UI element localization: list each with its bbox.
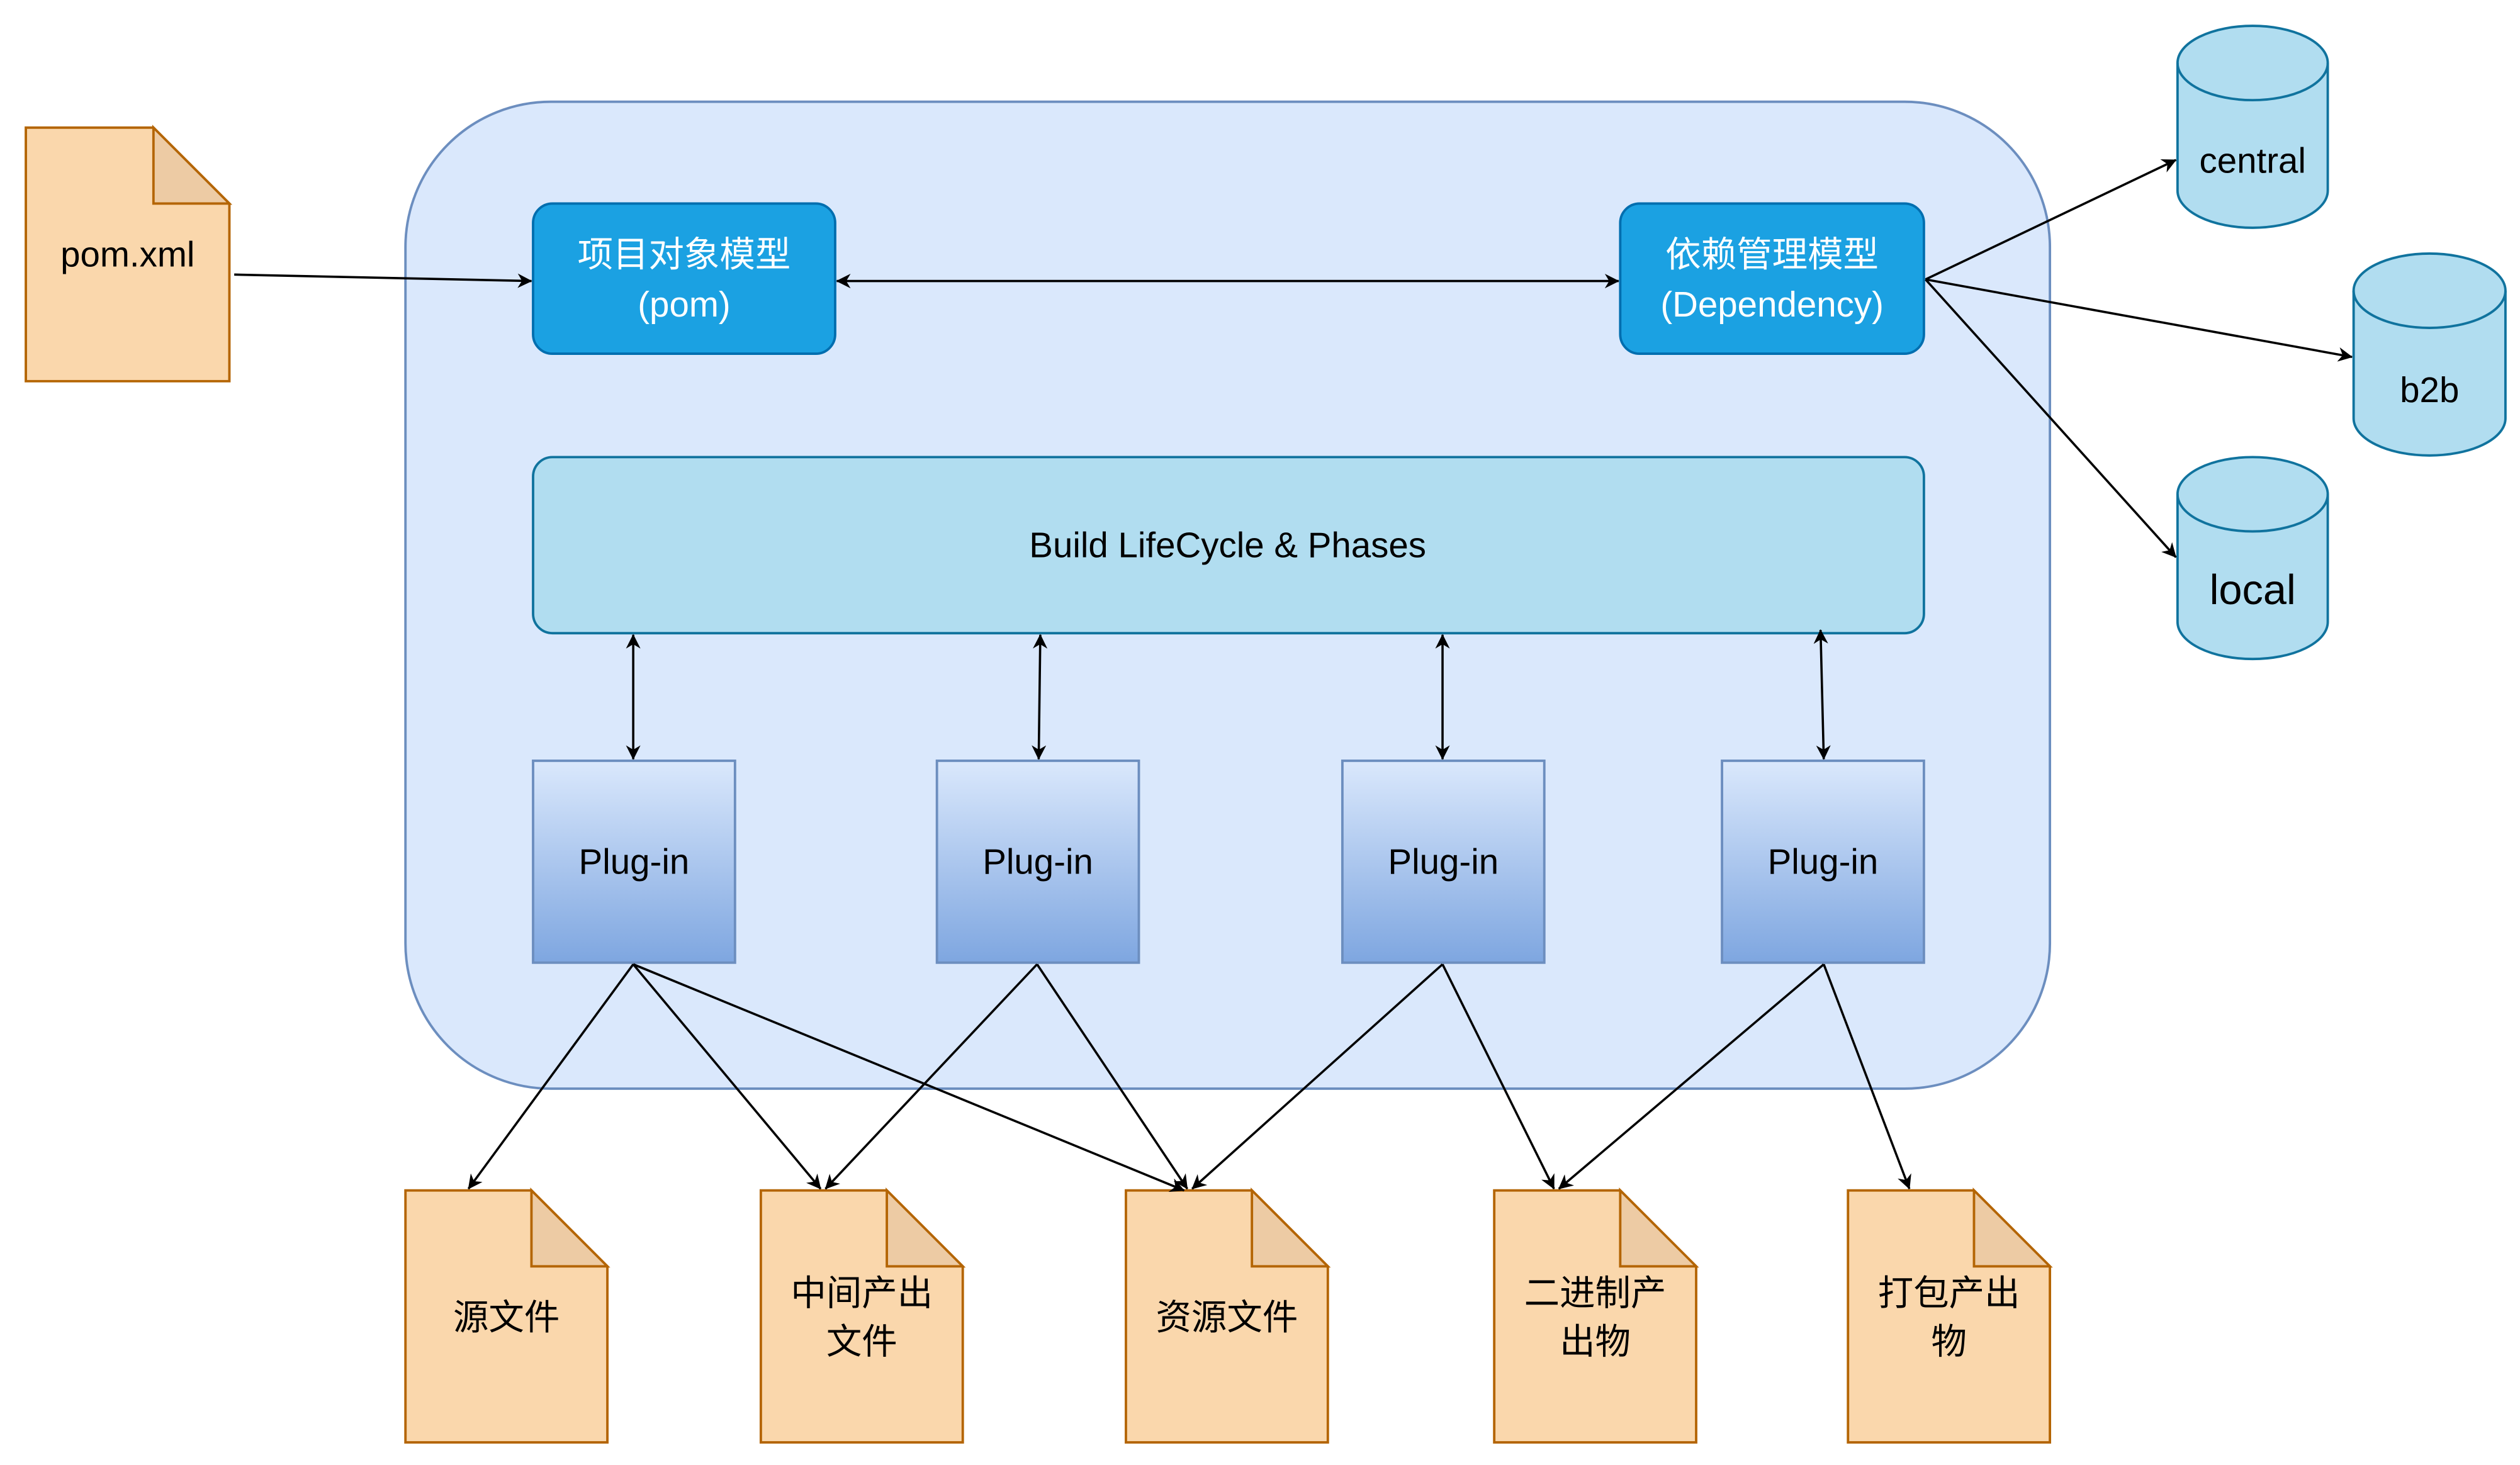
edge-lifecycle-plugin-2 [1032, 634, 1048, 760]
edge-dependency-to-central [1925, 159, 2177, 281]
repository-b2b[interactable]: b2b [2352, 252, 2507, 457]
build-lifecycle-label: Build LifeCycle & Phases [1029, 525, 1426, 565]
database-icon [2176, 25, 2329, 229]
output-file-label: 二进制产 [1524, 1273, 1667, 1313]
pom-model-node[interactable]: 项目对象模型 (pom) [532, 202, 836, 356]
plugin-label: Plug-in [579, 842, 690, 882]
output-file-label: 打包产出 [1878, 1273, 2020, 1313]
edge-dependency-to-b2b [1925, 278, 2353, 362]
edge-lifecycle-plugin-4 [1813, 629, 1831, 760]
output-file-label: 出物 [1560, 1322, 1631, 1361]
plugin-label: Plug-in [982, 842, 1093, 882]
plugin-label: Plug-in [1388, 842, 1499, 882]
database-icon [2352, 252, 2507, 457]
build-lifecycle-node[interactable]: Build LifeCycle & Phases [532, 456, 1925, 635]
document-icon [1493, 1189, 1697, 1444]
repository-local[interactable]: local [2176, 456, 2329, 661]
edge-plugin1-to-resources [633, 963, 1185, 1193]
edge-pom-file-to-pom-model [234, 273, 532, 288]
repository-label: central [2199, 141, 2305, 181]
edge-plugin3-to-binary [1441, 963, 1555, 1190]
document-icon [759, 1189, 964, 1444]
plugin-node[interactable]: Plug-in [935, 759, 1140, 964]
output-file-label: 文件 [826, 1322, 897, 1361]
output-file-label: 物 [1931, 1322, 1966, 1361]
pom-file-label: pom.xml [60, 235, 194, 274]
edge-plugin1-to-source [467, 963, 634, 1190]
document-fold [152, 125, 233, 205]
edge-plugin4-to-binary [1558, 963, 1825, 1190]
document-icon [1847, 1189, 2052, 1444]
output-file-label: 资源文件 [1156, 1297, 1298, 1337]
output-file-binary[interactable]: 二进制产 出物 [1493, 1187, 1699, 1444]
plugin-node[interactable]: Plug-in [532, 759, 736, 964]
edge-plugin1-to-intermediate [632, 963, 822, 1190]
dependency-model-label-line1: 依赖管理模型 [1665, 235, 1879, 274]
plugin-node[interactable]: Plug-in [1341, 759, 1546, 964]
output-file-source[interactable]: 源文件 [404, 1187, 610, 1444]
edge-plugin2-to-intermediate [824, 963, 1038, 1190]
edge-plugin4-to-package [1823, 963, 1911, 1190]
repository-label: b2b [2400, 370, 2459, 410]
plugin-label: Plug-in [1768, 842, 1879, 882]
output-file-intermediate[interactable]: 中间产出 文件 [759, 1187, 966, 1444]
dependency-model-label-line2: (Dependency) [1660, 284, 1884, 324]
output-file-label: 中间产出 [790, 1273, 933, 1313]
pom-file-node[interactable]: pom.xml [25, 125, 233, 383]
output-file-resources[interactable]: 资源文件 [1125, 1187, 1331, 1444]
pom-model-label-line2: (pom) [638, 284, 730, 324]
pom-model-label-line1: 项目对象模型 [578, 235, 791, 274]
repository-central[interactable]: central [2176, 25, 2329, 229]
edge-plugin3-to-resources [1191, 963, 1444, 1190]
output-file-package[interactable]: 打包产出 物 [1847, 1187, 2053, 1444]
output-file-label: 源文件 [453, 1297, 560, 1337]
plugin-node[interactable]: Plug-in [1721, 759, 1925, 964]
database-icon [2176, 456, 2329, 661]
edge-dependency-to-local [1925, 278, 2177, 558]
repository-label: local [2210, 567, 2296, 614]
dependency-model-node[interactable]: 依赖管理模型 (Dependency) [1619, 202, 1925, 356]
edge-plugin2-to-resources [1036, 963, 1188, 1190]
